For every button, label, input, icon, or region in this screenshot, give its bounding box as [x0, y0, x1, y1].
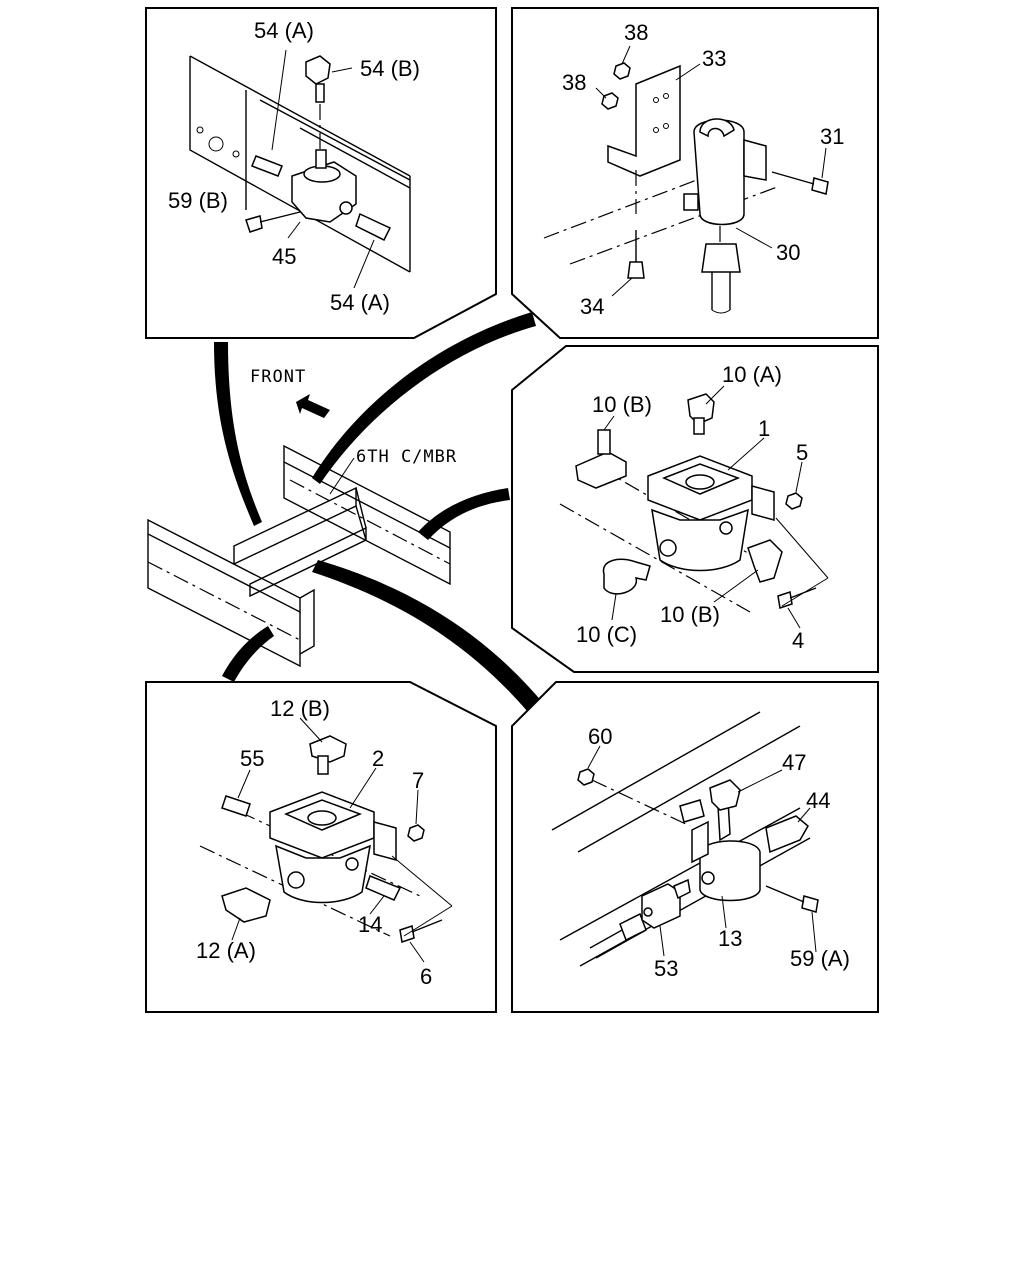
- panel-5: 60 47 44 13 53 59 (A): [511, 681, 879, 1013]
- nipple-44: [765, 815, 809, 854]
- front-label: FRONT: [250, 367, 306, 387]
- panel-4: 12 (B) 55 2 7 14 12 (A) 6: [145, 681, 497, 1013]
- nipple-14: [365, 875, 402, 901]
- callout-54b: 54 (B): [360, 56, 420, 81]
- callout-10c: 10 (C): [576, 622, 637, 647]
- bolt-59a: [801, 895, 819, 913]
- nut-60: [577, 768, 595, 786]
- bolt-4: [777, 591, 793, 609]
- nipple-55: [221, 795, 251, 817]
- callout-59a: 59 (A): [790, 946, 850, 971]
- callout-31: 31: [820, 124, 844, 149]
- nipple-54a-right: [355, 212, 392, 242]
- callout-5: 5: [796, 440, 808, 465]
- callout-53: 53: [654, 956, 678, 981]
- bracket-33: [607, 64, 681, 177]
- crossmember-label: 6TH C/MBR: [356, 447, 457, 467]
- callout-38-top: 38: [624, 20, 648, 45]
- callout-6: 6: [420, 964, 432, 989]
- callout-14: 14: [358, 912, 382, 937]
- nut-5: [785, 492, 803, 510]
- chassis-view: FRONT 6TH C/MBR: [147, 367, 457, 668]
- arc-to-panel-4: [222, 626, 274, 682]
- callout-34: 34: [580, 294, 604, 319]
- callout-7: 7: [412, 768, 424, 793]
- nut-7: [407, 824, 425, 842]
- callout-47: 47: [782, 750, 806, 775]
- callout-2: 2: [372, 746, 384, 771]
- elbow-fitting-47: [709, 779, 741, 811]
- elbow-fitting-54b: [305, 55, 331, 85]
- callout-54a-bottom: 54 (A): [330, 290, 390, 315]
- callout-44: 44: [806, 788, 830, 813]
- callout-59b: 59 (B): [168, 188, 228, 213]
- bolt-59b: [245, 215, 263, 233]
- callout-45: 45: [272, 244, 296, 269]
- nut-38-left: [601, 92, 619, 110]
- air-filter-30: [693, 119, 745, 226]
- arc-to-panel-1: [214, 342, 262, 526]
- panel-1: 54 (A) 54 (B) 59 (B) 45 54 (A): [145, 7, 497, 339]
- callout-12b: 12 (B): [270, 696, 330, 721]
- panel-2-frame: [511, 7, 879, 339]
- elbow-fitting-10a: [687, 393, 715, 425]
- bolt-31: [811, 177, 829, 195]
- callout-10b-top: 10 (B): [592, 392, 652, 417]
- panel-2: 38 33 38 31 30 34: [511, 7, 879, 339]
- callout-54a-top: 54 (A): [254, 18, 314, 43]
- arc-to-panel-3: [418, 488, 510, 540]
- bolt-34: [627, 261, 645, 279]
- front-arrow-icon: [296, 394, 330, 418]
- nut-38-top: [613, 62, 631, 80]
- arc-to-panel-2: [312, 312, 536, 484]
- nipple-54a-left: [251, 155, 283, 177]
- callout-55: 55: [240, 746, 264, 771]
- callout-1: 1: [758, 416, 770, 441]
- callout-13: 13: [718, 926, 742, 951]
- callout-38-left: 38: [562, 70, 586, 95]
- callout-12a: 12 (A): [196, 938, 256, 963]
- callout-30: 30: [776, 240, 800, 265]
- elbow-fitting-10c: [602, 558, 651, 595]
- callout-10b-bottom: 10 (B): [660, 602, 720, 627]
- callout-33: 33: [702, 46, 726, 71]
- callout-10a: 10 (A): [722, 362, 782, 387]
- callout-60: 60: [588, 724, 612, 749]
- elbow-fitting-12a: [221, 887, 271, 923]
- callout-4: 4: [792, 628, 804, 653]
- panel-3: 10 (A) 10 (B) 1 5 10 (C) 10 (B) 4: [511, 345, 879, 673]
- tee-block-53: [641, 883, 681, 929]
- arc-to-panel-5: [312, 560, 544, 712]
- check-valve-13: [699, 840, 761, 902]
